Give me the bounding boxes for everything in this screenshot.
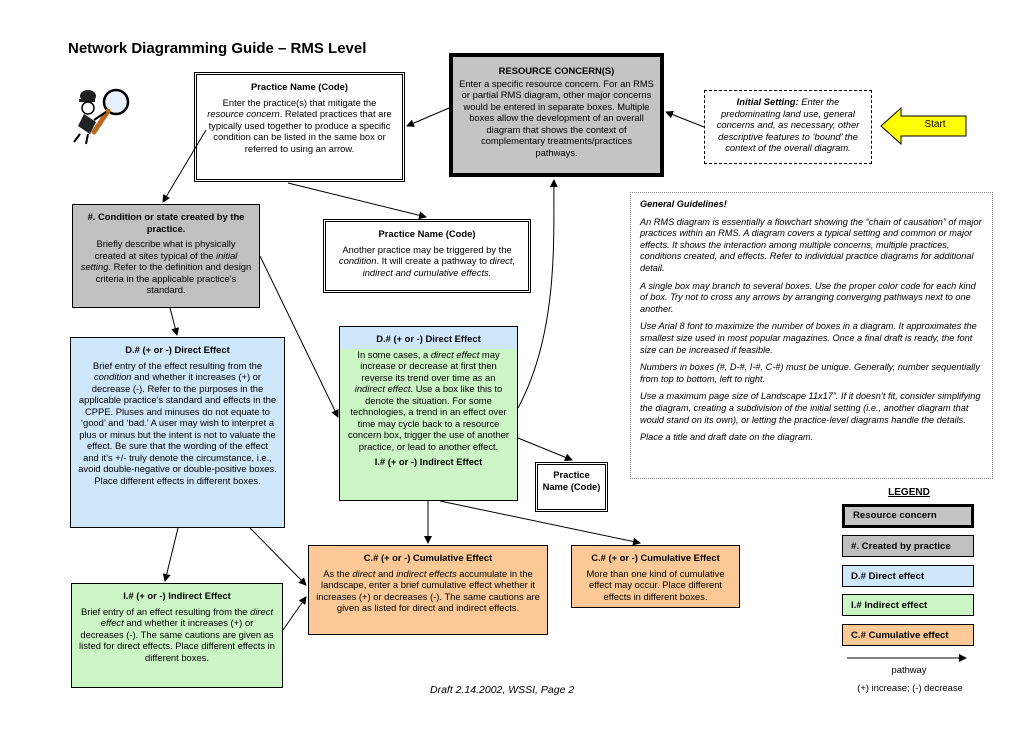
- cumulative-right-text: More than one kind of cumulative effect …: [586, 567, 725, 602]
- direct-left-text: Brief entry of the effect resulting from…: [78, 359, 277, 486]
- cumulative-center-text: As the direct and indirect effects accum…: [316, 567, 540, 614]
- arrow-direct-center-to-practice-small: [517, 437, 573, 462]
- resource-concern-text: Enter a specific resource concern. For a…: [459, 77, 654, 158]
- arrow-direct-left-to-indirect: [162, 527, 179, 582]
- initial-setting-label: Initial Setting:: [736, 96, 799, 107]
- arrow-resource-to-practice: [406, 107, 450, 127]
- resource-concern-heading: RESOURCE CONCERN(S): [498, 65, 615, 76]
- arrow-condition-to-direct-center: [259, 255, 339, 418]
- guideline-paragraph: Use Arial 8 font to maximize the number …: [640, 321, 977, 355]
- arrow-practice-to-condition: [162, 129, 207, 203]
- practice-mid-text: Another practice may be triggered by the…: [338, 243, 516, 278]
- resource-concern-box: RESOURCE CONCERN(S) Enter a specific res…: [449, 53, 664, 177]
- start-arrow-icon: [880, 107, 967, 145]
- condition-box: #. Condition or state created by the pra…: [72, 204, 260, 308]
- cumulative-right-heading: C.# (+ or -) Cumulative Effect: [591, 552, 720, 563]
- practice-box-top: Practice Name (Code) Enter the practice(…: [194, 72, 405, 182]
- legend-direct-effect: D.# Direct effect: [842, 565, 974, 587]
- direct-effect-box-center: D.# (+ or -) Direct Effect In some cases…: [339, 326, 518, 501]
- legend-sign-note: (+) increase; (-) decrease: [857, 682, 963, 693]
- arrow-direct-left-to-cumulative: [249, 527, 307, 586]
- footer-draft-date: Draft 2.14.2002, WSSI, Page 2: [430, 684, 575, 696]
- practice-top-heading: Practice Name (Code): [251, 81, 348, 92]
- practice-small-heading: Practice Name (Code): [542, 469, 601, 492]
- guideline-paragraph: Numbers in boxes (#, D-#, I-#, C-#) must…: [640, 362, 980, 384]
- general-guidelines-box: General Guidelines! An RMS diagram is es…: [630, 192, 993, 479]
- direct-center-footer: I.# (+ or -) Indirect Effect: [374, 456, 483, 467]
- legend-indirect-effect: I.# Indirect effect: [842, 594, 974, 616]
- cumulative-effect-box-center: C.# (+ or -) Cumulative Effect As the di…: [308, 545, 548, 635]
- arrow-practice-to-practice-mid: [287, 182, 427, 220]
- condition-heading: #. Condition or state created by the pra…: [87, 211, 245, 234]
- initial-setting-text: Enter the predominating land use, genera…: [716, 96, 860, 153]
- practice-mid-heading: Practice Name (Code): [378, 228, 476, 239]
- direct-effect-box-left: D.# (+ or -) Direct Effect Brief entry o…: [70, 337, 285, 528]
- guideline-paragraph: Use a maximum page size of Landscape 11x…: [640, 391, 981, 425]
- direct-center-heading: D.# (+ or -) Direct Effect: [376, 333, 481, 344]
- legend-title: LEGEND: [888, 487, 930, 498]
- cumulative-center-heading: C.# (+ or -) Cumulative Effect: [363, 552, 493, 563]
- page-title: Network Diagramming Guide – RMS Level: [68, 40, 367, 57]
- indirect-left-heading: I.# (+ or -) Indirect Effect: [123, 590, 231, 601]
- practice-top-text: Enter the practice(s) that mitigate the …: [207, 96, 392, 154]
- condition-text: Briefly describe what is physically crea…: [80, 238, 252, 295]
- arrow-condition-to-direct-left: [169, 307, 180, 336]
- arrow-direct-center-to-resource: [517, 179, 558, 409]
- legend-resource-concern: Resource concern: [842, 504, 974, 528]
- guideline-paragraph: Place a title and draft date on the diag…: [640, 432, 814, 443]
- detective-magnifier-icon: [73, 88, 130, 145]
- initial-setting-box: Initial Setting: Enter the predominating…: [704, 90, 872, 164]
- practice-box-small: Practice Name (Code): [535, 462, 608, 512]
- practice-box-middle: Practice Name (Code) Another practice ma…: [323, 219, 531, 293]
- direct-left-heading: D.# (+ or -) Direct Effect: [125, 344, 230, 355]
- arrow-direct-center-to-cumulative-right: [439, 500, 641, 546]
- indirect-left-text: Brief entry of an effect resulting from …: [79, 605, 275, 663]
- cumulative-effect-box-right: C.# (+ or -) Cumulative Effect More than…: [571, 545, 740, 608]
- start-label: Start: [924, 119, 946, 130]
- arrow-initial-to-resource: [665, 110, 705, 128]
- guidelines-heading: General Guidelines!: [640, 199, 727, 209]
- guideline-paragraph: An RMS diagram is essentially a flowchar…: [640, 216, 982, 273]
- indirect-effect-box-left: I.# (+ or -) Indirect Effect Brief entry…: [71, 583, 283, 688]
- legend-pathway-label: pathway: [891, 664, 927, 675]
- guideline-paragraph: A single box may branch to several boxes…: [640, 280, 976, 314]
- legend-created-by-practice: #. Created by practice: [842, 535, 974, 557]
- direct-center-text: In some cases, a direct effect may incre…: [347, 348, 510, 452]
- legend-cumulative-effect: C.# Cumulative effect: [842, 624, 974, 646]
- arrow-indirect-to-cumulative: [282, 596, 307, 631]
